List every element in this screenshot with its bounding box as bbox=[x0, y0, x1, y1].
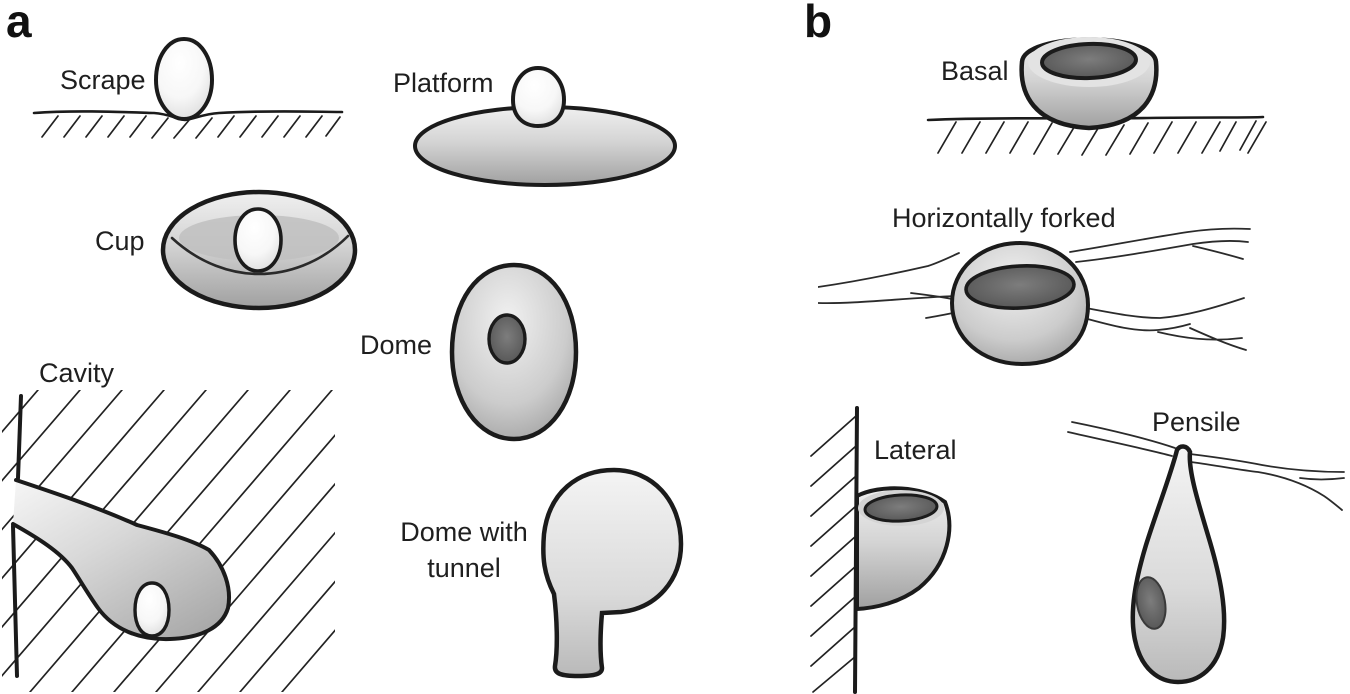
cup-illustration bbox=[160, 189, 358, 311]
nest-label-lateral: Lateral bbox=[874, 435, 957, 465]
cavity-wall-upper bbox=[16, 394, 23, 480]
cavity-wall-lower bbox=[11, 524, 19, 678]
nest-label-platform: Platform bbox=[393, 68, 494, 98]
cavity-interior bbox=[13, 480, 230, 640]
forked-branch-left bbox=[818, 252, 960, 319]
nest-label-dome: Dome bbox=[360, 330, 433, 360]
lateral-illustration bbox=[810, 406, 952, 694]
basal-ground-hatch bbox=[937, 120, 1267, 156]
basal-opening bbox=[1040, 41, 1138, 81]
nest-label-basal: Basal bbox=[941, 56, 1009, 86]
lateral-cup-opening bbox=[863, 493, 939, 523]
dome-entrance-hole bbox=[487, 313, 527, 365]
lateral-wall-hatch bbox=[810, 415, 857, 693]
dome-tunnel-body bbox=[541, 467, 684, 679]
cup-rim-line bbox=[170, 234, 350, 276]
basal-ground-line bbox=[926, 115, 1265, 122]
cavity-egg bbox=[133, 581, 171, 638]
platform-illustration bbox=[413, 65, 677, 187]
panel-b-label: b bbox=[804, 0, 833, 47]
nest-label-pensile: Pensile bbox=[1152, 407, 1241, 437]
scrape-egg bbox=[153, 36, 215, 122]
dome-illustration bbox=[449, 262, 579, 442]
forked-branch-right-upper bbox=[1069, 227, 1251, 263]
nest-label-cavity: Cavity bbox=[39, 358, 115, 388]
pensile-illustration bbox=[1067, 421, 1345, 685]
dome-with-tunnel-illustration bbox=[541, 467, 684, 679]
cup-egg bbox=[233, 207, 283, 273]
nest-label-dome-with-tunnel: Dome with tunnel bbox=[400, 517, 528, 583]
nest-label-scrape: Scrape bbox=[60, 65, 146, 95]
platform-egg bbox=[510, 65, 567, 129]
pensile-nest-body bbox=[1130, 444, 1227, 685]
cavity-outline bbox=[11, 478, 231, 642]
panel-a-label: a bbox=[6, 0, 32, 47]
pensile-entrance-hole bbox=[1135, 576, 1167, 630]
nest-label-horizontally-forked: Horizontally forked bbox=[892, 203, 1116, 233]
cavity-illustration bbox=[2, 390, 335, 692]
nest-label-cup: Cup bbox=[95, 226, 145, 256]
basal-illustration bbox=[926, 37, 1267, 156]
pensile-branch bbox=[1067, 421, 1345, 511]
forked-nest-opening bbox=[964, 264, 1076, 310]
scrape-illustration bbox=[32, 36, 344, 139]
scrape-ground-hatch bbox=[41, 115, 341, 139]
forked-branch-right-lower bbox=[1083, 297, 1247, 351]
horizontally-forked-illustration bbox=[818, 227, 1251, 367]
